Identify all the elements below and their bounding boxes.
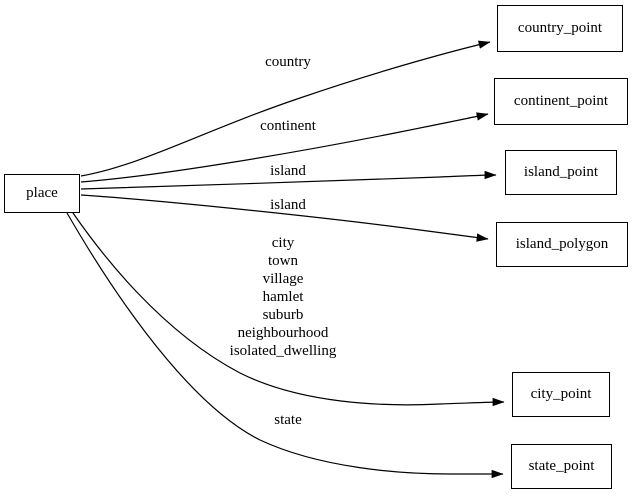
edge-label-city_point: city town village hamlet suburb neighbou… bbox=[229, 235, 337, 359]
edge-label-country_point: country bbox=[265, 54, 311, 70]
edge-label-continent_point: continent bbox=[260, 118, 316, 134]
node-state_point[interactable]: state_point bbox=[511, 444, 612, 489]
node-label: country_point bbox=[517, 20, 603, 36]
edge-place-to-country_point bbox=[80, 40, 491, 177]
node-continent_point[interactable]: continent_point bbox=[494, 78, 628, 125]
node-label: place bbox=[26, 185, 58, 201]
node-label: state_point bbox=[528, 458, 595, 474]
edge-place-to-continent_point bbox=[80, 112, 489, 183]
edge-place-to-island_point bbox=[80, 170, 497, 190]
node-label: island_polygon bbox=[515, 236, 609, 252]
node-country_point[interactable]: country_point bbox=[497, 5, 623, 52]
edge-label-island_polygon: island bbox=[270, 197, 306, 213]
edge-label-island_point: island bbox=[270, 163, 306, 179]
edge-place-to-city_point bbox=[72, 212, 505, 407]
node-place[interactable]: place bbox=[4, 174, 80, 213]
edge-place-to-state_point bbox=[66, 212, 504, 479]
edge-place-to-island_polygon bbox=[80, 194, 489, 242]
node-city_point[interactable]: city_point bbox=[512, 372, 610, 417]
node-label: city_point bbox=[530, 386, 592, 402]
node-label: island_point bbox=[523, 164, 599, 180]
node-label: continent_point bbox=[513, 93, 609, 109]
node-island_point[interactable]: island_point bbox=[505, 150, 617, 195]
node-island_polygon[interactable]: island_polygon bbox=[496, 222, 628, 267]
edge-label-state_point: state bbox=[274, 412, 302, 428]
